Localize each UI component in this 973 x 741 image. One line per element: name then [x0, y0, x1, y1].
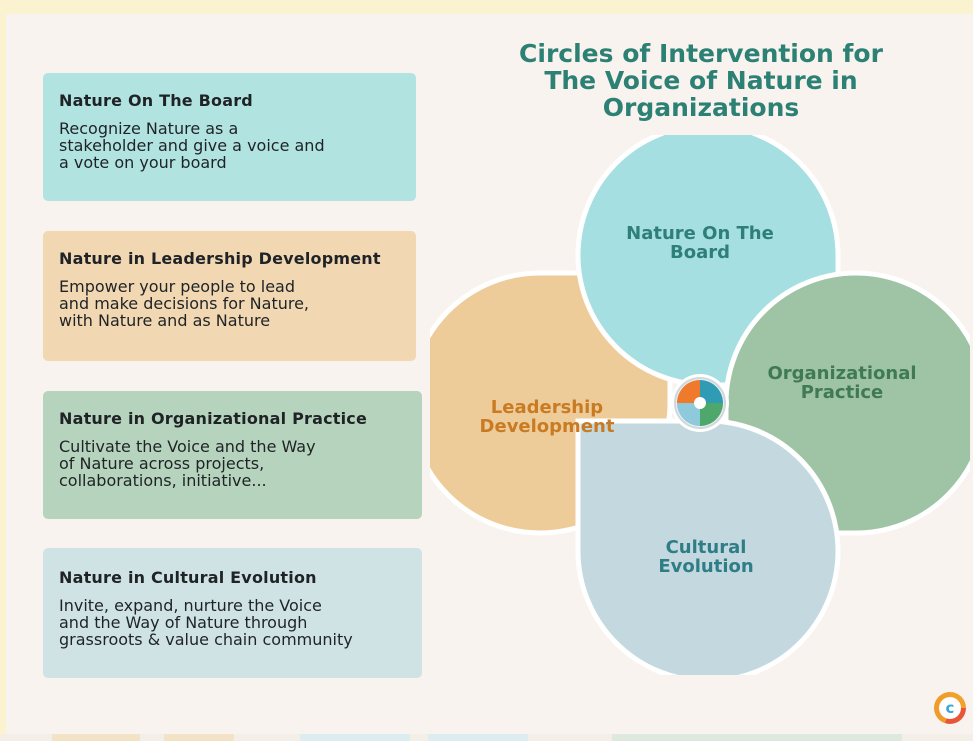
petal-label-cultural-line2: Evolution [658, 556, 753, 577]
card-line: Recognize Nature as a [59, 119, 239, 138]
logo-letter: c [939, 697, 961, 719]
card-title: Nature in Leadership Development [59, 249, 381, 268]
top-border-strip [0, 0, 973, 14]
circles-of-intervention-diagram: Nature On The Board Organizational Pract… [430, 135, 970, 675]
petal-cultural-evolution [575, 418, 841, 675]
card-line: collaborations, initiative... [59, 471, 267, 490]
card-leadership-development: Nature in Leadership Development Empower… [43, 231, 416, 361]
bottom-chip [300, 734, 410, 741]
petal-label-practice-line2: Practice [801, 382, 884, 403]
card-description: Recognize Nature as a stakeholder and gi… [59, 120, 400, 171]
card-line: Cultivate the Voice and the Way [59, 437, 316, 456]
bottom-chip [428, 734, 528, 741]
card-title: Nature in Cultural Evolution [59, 568, 317, 587]
card-cultural-evolution: Nature in Cultural Evolution Invite, exp… [43, 548, 422, 678]
bottom-chip [164, 734, 234, 741]
card-line: stakeholder and give a voice and [59, 136, 325, 155]
bottom-chip [52, 734, 140, 741]
petal-label-leadership-line2: Development [480, 416, 615, 437]
card-title: Nature in Organizational Practice [59, 409, 368, 428]
card-description: Cultivate the Voice and the Way of Natur… [59, 438, 406, 489]
card-line: of Nature across projects, [59, 454, 265, 473]
petal-label-leadership-line1: Leadership [491, 397, 603, 418]
four-elements-emblem-icon [671, 374, 729, 432]
card-line: with Nature and as Nature [59, 311, 271, 330]
card-description: Empower your people to lead and make dec… [59, 278, 400, 329]
card-description: Invite, expand, nurture the Voice and th… [59, 597, 406, 648]
bottom-chip [612, 734, 902, 741]
card-nature-on-the-board: Nature On The Board Recognize Nature as … [43, 73, 416, 201]
diagram-title: Circles of Intervention for The Voice of… [519, 39, 883, 122]
card-line: Invite, expand, nurture the Voice [59, 596, 322, 615]
card-title: Nature On The Board [59, 91, 253, 110]
card-organizational-practice: Nature in Organizational Practice Cultiv… [43, 391, 422, 519]
petal-label-board-line1: Nature On The [626, 223, 774, 244]
petal-label-practice-line1: Organizational [767, 363, 916, 384]
left-border-strip [0, 14, 6, 741]
canva-logo-icon: c [934, 692, 966, 724]
card-line: and the Way of Nature through [59, 613, 308, 632]
card-line: a vote on your board [59, 153, 227, 172]
petal-label-board-line2: Board [670, 242, 730, 263]
petal-label-cultural-line1: Cultural [666, 537, 747, 558]
card-line: and make decisions for Nature, [59, 294, 310, 313]
card-line: grassroots & value chain community [59, 630, 353, 649]
card-line: Empower your people to lead [59, 277, 296, 296]
